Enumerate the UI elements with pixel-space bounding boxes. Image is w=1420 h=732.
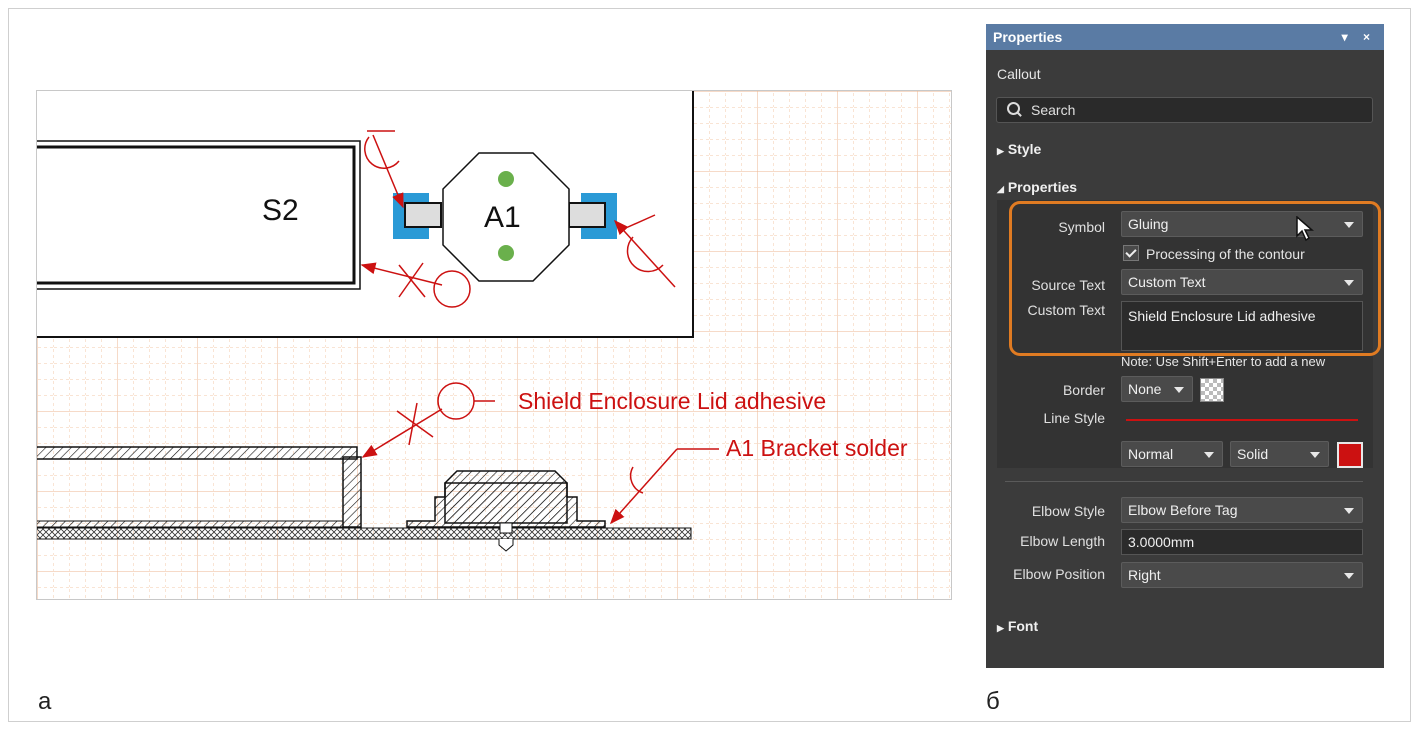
figure-label-a: а [38,688,52,715]
source-text-label: Source Text [1031,277,1105,293]
border-dropdown[interactable]: None [1121,376,1193,402]
section-properties-label: Properties [1007,179,1078,195]
chevron-down-icon [1344,280,1354,286]
processing-contour-checkbox[interactable] [1123,245,1139,261]
mouse-cursor-icon [1296,216,1314,242]
section-font-label: Font [1007,618,1039,634]
line-weight-value: Normal [1128,446,1174,462]
pcb-drawing [37,91,951,599]
border-label: Border [1062,382,1105,398]
callout-text-shield[interactable]: Shield Enclosure Lid adhesive [518,388,827,414]
section-style-label: Style [1007,141,1042,157]
search-icon [1007,102,1020,115]
elbow-style-dropdown[interactable]: Elbow Before Tag [1121,497,1363,523]
panel-divider [1005,481,1363,482]
line-type-dropdown[interactable]: Solid [1230,441,1329,467]
search-placeholder: Search [1031,102,1076,118]
section-properties[interactable]: ◢ Properties [997,179,1077,195]
line-weight-dropdown[interactable]: Normal [1121,441,1223,467]
symbol-label: Symbol [1058,219,1105,235]
expand-arrow-icon: ▶ [997,146,1004,156]
shift-enter-note: Note: Use Shift+Enter to add a new [1121,354,1326,369]
section-font[interactable]: ▶ Font [997,618,1038,634]
properties-panel: Properties ▾ × Callout Search ▶ Style ◢ … [986,24,1384,668]
elbow-style-label: Elbow Style [1031,503,1105,519]
panel-menu-close-controls[interactable]: ▾ × [1341,30,1376,44]
custom-text-label: Custom Text [1027,302,1105,318]
elbow-style-value: Elbow Before Tag [1128,502,1238,518]
chevron-down-icon [1310,452,1320,458]
chevron-down-icon [1344,573,1354,579]
search-input[interactable]: Search [996,97,1373,123]
border-value: None [1128,381,1162,397]
chevron-down-icon [1204,452,1214,458]
line-style-label: Line Style [1043,410,1105,426]
chevron-down-icon [1344,222,1354,228]
a1-label: A1 [484,201,521,234]
chevron-down-icon [1174,387,1184,393]
line-preview-stroke [1126,419,1358,421]
processing-contour-label: Processing of the contour [1146,246,1305,262]
source-text-dropdown[interactable]: Custom Text [1121,269,1363,295]
line-type-value: Solid [1237,446,1269,462]
highlight-frame [1009,201,1381,356]
callout-text-bracket[interactable]: A1 Bracket solder [726,435,908,461]
elbow-length-label: Elbow Length [1020,533,1105,549]
elbow-length-input[interactable]: 3.0000mm [1121,529,1363,555]
border-color-swatch[interactable] [1200,378,1224,402]
custom-text-field[interactable]: Shield Enclosure Lid adhesive [1121,301,1363,351]
s2-label: S2 [262,194,299,227]
expand-arrow-icon: ▶ [997,623,1004,633]
source-text-value: Custom Text [1128,274,1206,290]
pcb-canvas[interactable]: S2 A1 Shield Enclosure Lid adhesive A1 B… [36,90,952,600]
line-color-swatch[interactable] [1337,442,1363,468]
object-type-label: Callout [997,66,1041,82]
chevron-down-icon [1344,508,1354,514]
collapse-arrow-icon: ◢ [997,184,1004,194]
panel-header: Properties ▾ × [986,24,1384,50]
elbow-position-label: Elbow Position [1013,566,1105,582]
elbow-position-dropdown[interactable]: Right [1121,562,1363,588]
line-style-preview [1122,404,1362,434]
symbol-dropdown[interactable]: Gluing [1121,211,1363,237]
figure-label-b: б [986,688,1000,715]
figure-frame [8,8,1411,722]
section-style[interactable]: ▶ Style [997,141,1041,157]
symbol-value: Gluing [1128,216,1169,232]
elbow-position-value: Right [1128,567,1161,583]
panel-title: Properties [993,29,1063,45]
